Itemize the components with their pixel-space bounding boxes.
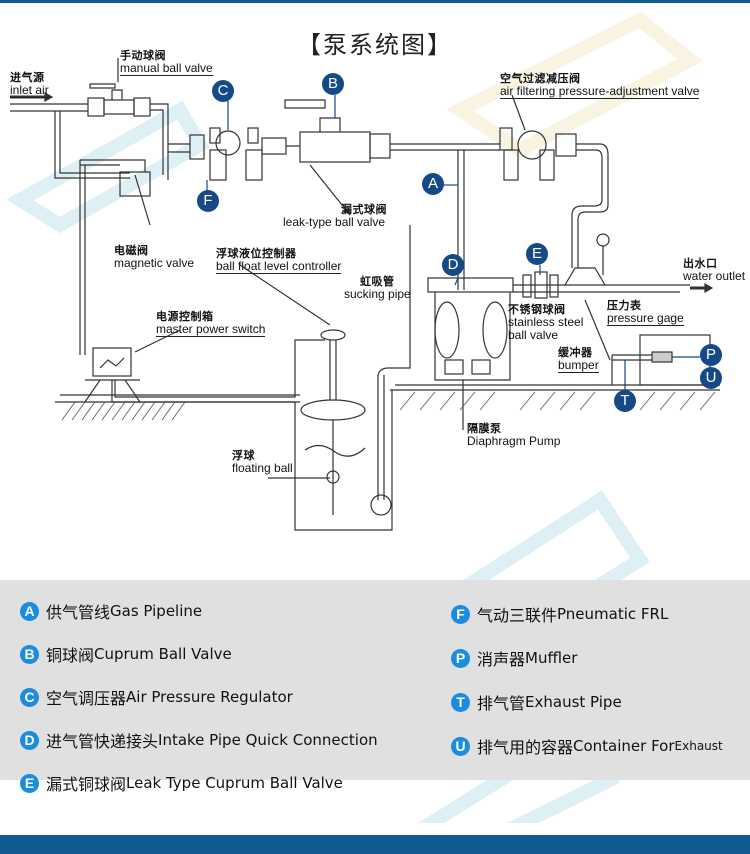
top-bar: [0, 0, 750, 3]
badge-t-icon: T: [451, 692, 470, 712]
separator-band: [0, 823, 750, 835]
badge-b-icon: B: [20, 644, 39, 664]
bottom-bar: [0, 835, 750, 854]
badge-a-icon: A: [20, 601, 39, 621]
badge-p-icon: P: [451, 648, 470, 668]
legend-panel: [0, 580, 750, 780]
marker-f: F: [197, 190, 219, 212]
badge-f-icon: F: [451, 604, 470, 624]
marker-t: T: [614, 390, 636, 412]
label-water-outlet: 出水口 water outlet: [683, 258, 746, 283]
label-air-filter-valve: 空气过滤减压阀 air filtering pressure-adjustmen…: [500, 73, 700, 99]
marker-b: B: [322, 73, 344, 95]
label-leak-type-ball-valve: 漏式球阀 leak-type ball valve: [283, 204, 387, 229]
label-inlet-air: 进气源 inlet air: [10, 72, 49, 98]
page-title: 【泵系统图】: [297, 31, 453, 59]
badge-d-icon: D: [20, 730, 39, 750]
label-pressure-gage: 压力表 pressure gage: [607, 300, 684, 326]
label-magnetic-valve: 电磁阀 magnetic valve: [114, 245, 195, 270]
badge-e-icon: E: [20, 773, 39, 793]
label-diaphragm-pump: 隔膜泵 Diaphragm Pump: [467, 423, 561, 448]
badge-u-icon: U: [451, 736, 470, 756]
label-master-power-switch: 电源控制箱 master power switch: [156, 311, 266, 337]
pump-system-diagram: [10, 58, 720, 531]
marker-c: C: [212, 80, 234, 102]
label-sucking-pipe: 虹吸管 sucking pipe: [344, 276, 411, 301]
marker-p: P: [700, 344, 722, 366]
marker-a: A: [422, 173, 444, 195]
label-stainless-ball-valve: 不锈钢球阀 stainless steel ball valve: [508, 304, 584, 342]
marker-d: D: [442, 254, 464, 276]
label-bumper: 缓冲器 bumper: [558, 347, 599, 373]
label-manual-ball-valve: 手动球阀 manual ball valve: [120, 50, 213, 76]
label-floating-ball: 浮球 floating ball: [232, 450, 293, 475]
marker-e: E: [526, 243, 548, 265]
marker-u: U: [700, 367, 722, 389]
badge-c-icon: C: [20, 687, 39, 707]
label-ball-float-controller: 浮球液位控制器 ball float level controller: [216, 248, 342, 274]
